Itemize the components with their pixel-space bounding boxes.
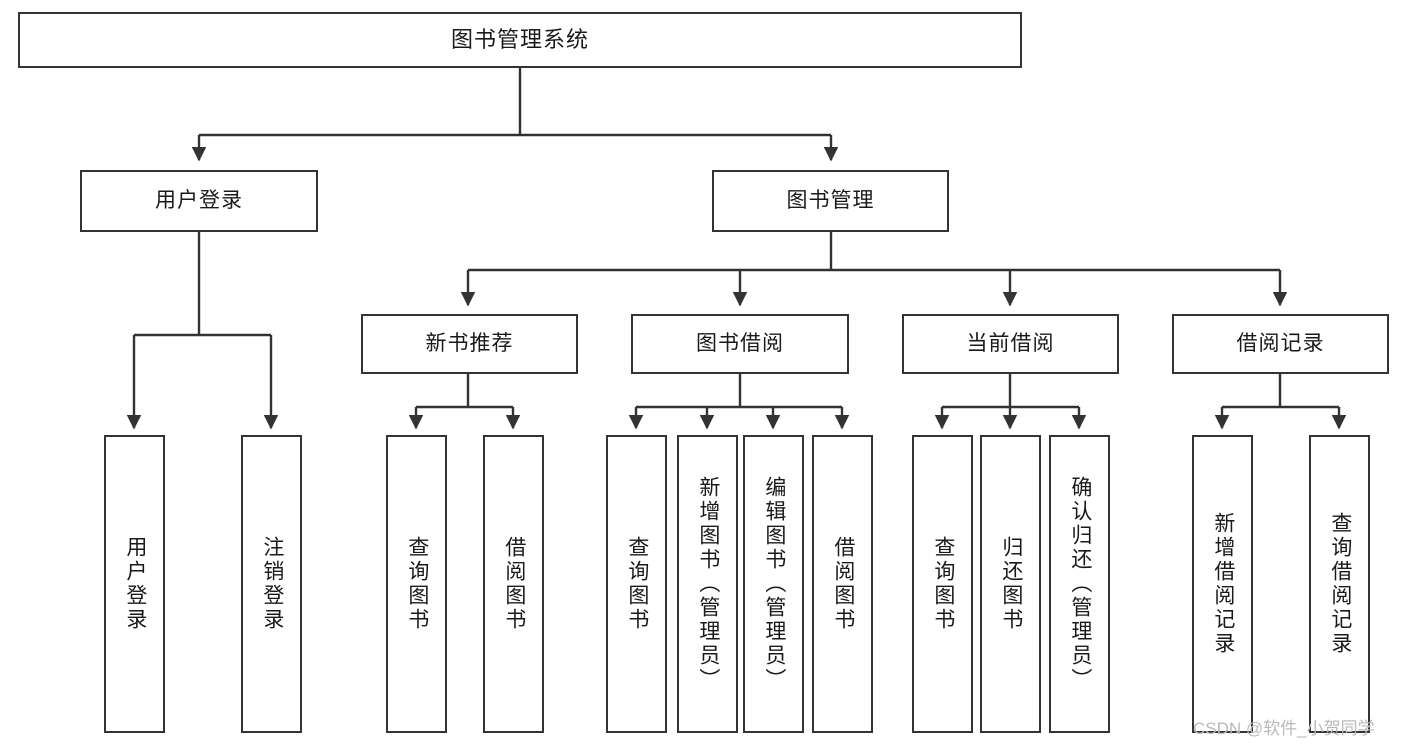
node-label: 用户登录 — [155, 188, 243, 212]
node-label: 查询图书 — [931, 536, 955, 632]
node-borrow-record[interactable]: 借阅记录 — [1172, 314, 1389, 374]
node-leaf-borrow-book-recommend[interactable]: 借阅图书 — [483, 435, 544, 733]
node-current-borrow[interactable]: 当前借阅 — [902, 314, 1119, 374]
node-book-management[interactable]: 图书管理 — [712, 170, 949, 232]
node-label: 借阅记录 — [1236, 331, 1325, 355]
node-label: 借阅图书 — [831, 536, 855, 632]
node-leaf-confirm-return-admin[interactable]: 确认归还（管理员） — [1049, 435, 1110, 733]
node-leaf-add-book-admin[interactable]: 新增图书（管理员） — [677, 435, 738, 733]
node-root-book-management-system[interactable]: 图书管理系统 — [18, 12, 1022, 68]
node-leaf-add-borrow-record[interactable]: 新增借阅记录 — [1192, 435, 1253, 733]
node-leaf-borrow-book[interactable]: 借阅图书 — [812, 435, 873, 733]
node-label: 确认归还（管理员） — [1068, 476, 1092, 692]
node-label: 注销登录 — [260, 536, 284, 632]
node-label: 编辑图书（管理员） — [762, 476, 786, 692]
node-label: 新增图书（管理员） — [696, 476, 720, 692]
node-label: 图书管理系统 — [450, 27, 589, 53]
node-leaf-query-borrow-record[interactable]: 查询借阅记录 — [1309, 435, 1370, 733]
node-leaf-query-book-current[interactable]: 查询图书 — [912, 435, 973, 733]
node-label: 新增借阅记录 — [1211, 512, 1235, 656]
node-label: 归还图书 — [999, 536, 1023, 632]
node-leaf-edit-book-admin[interactable]: 编辑图书（管理员） — [743, 435, 804, 733]
csdn-watermark: CSDN @软件_小贺同学 — [1193, 719, 1375, 738]
node-leaf-return-book[interactable]: 归还图书 — [980, 435, 1041, 733]
node-leaf-query-book-recommend[interactable]: 查询图书 — [386, 435, 447, 733]
node-label: 借阅图书 — [502, 536, 526, 632]
node-leaf-user-login[interactable]: 用户登录 — [104, 435, 165, 733]
node-user-login[interactable]: 用户登录 — [80, 170, 318, 232]
node-book-borrow[interactable]: 图书借阅 — [631, 314, 849, 374]
node-label: 图书借阅 — [696, 331, 784, 355]
node-leaf-query-book-borrow[interactable]: 查询图书 — [606, 435, 667, 733]
node-label: 用户登录 — [123, 536, 147, 632]
node-label: 新书推荐 — [425, 331, 514, 355]
node-label: 查询图书 — [405, 536, 429, 632]
node-new-book-recommend[interactable]: 新书推荐 — [361, 314, 578, 374]
node-label: 查询借阅记录 — [1328, 512, 1352, 656]
node-leaf-logout[interactable]: 注销登录 — [241, 435, 302, 733]
node-label: 图书管理 — [786, 188, 875, 212]
node-label: 当前借阅 — [966, 331, 1055, 355]
node-label: 查询图书 — [625, 536, 649, 632]
